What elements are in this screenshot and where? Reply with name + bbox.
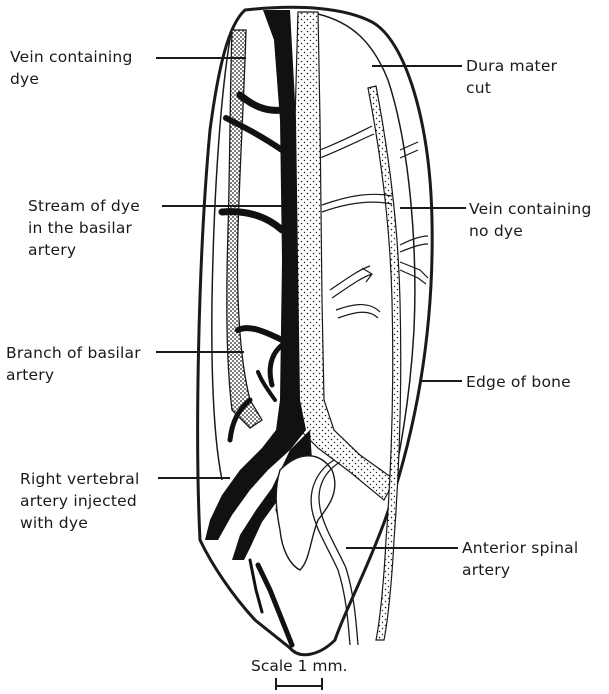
label-edge-of-bone: Edge of bone [466,371,571,393]
label-anterior-spinal-artery: Anterior spinal artery [462,537,578,581]
scale-bar [276,678,322,690]
label-stream-of-dye: Stream of dye in the basilar artery [28,195,140,261]
label-vein-containing-dye: Vein containing dye [10,46,133,90]
label-dura-mater-cut: Dura mater cut [466,55,557,99]
label-right-vertebral-artery: Right vertebral artery injected with dye [20,468,139,534]
label-branch-of-basilar-artery: Branch of basilar artery [6,342,141,386]
label-vein-containing-no-dye: Vein containing no dye [469,198,592,242]
scale-label: Scale 1 mm. [251,657,348,675]
